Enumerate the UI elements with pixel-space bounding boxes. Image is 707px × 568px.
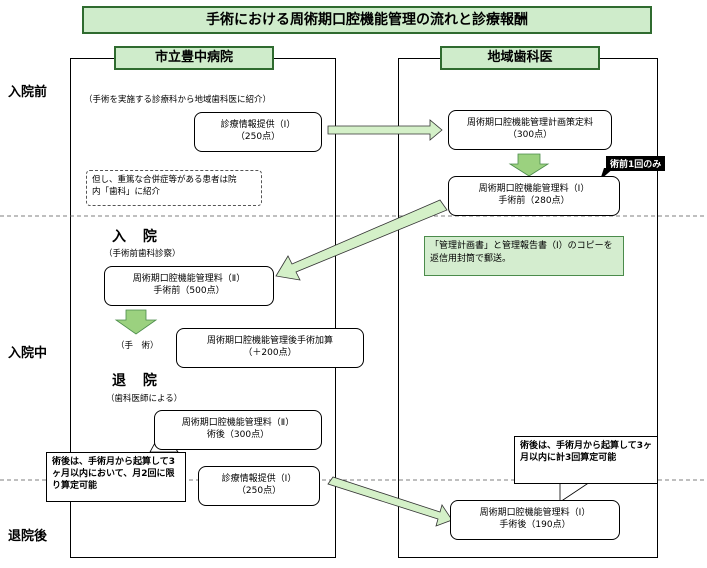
by-dentist-label: （歯科医師による） [106, 394, 183, 404]
caution-note: 但し、重篤な合併症等がある患者は院 内「歯科」に紹介 [86, 170, 262, 206]
caution-note-line2: 内「歯科」に紹介 [92, 187, 161, 197]
post-op-addition-box: 周術期口腔機能管理後手術加算 （＋200点） [176, 328, 364, 368]
mgmt-fee-2-pre-box: 周術期口腔機能管理料（Ⅱ） 手術前（500点） [104, 266, 274, 306]
arrow-info-to-dental [327, 476, 453, 527]
arrow-dental-down [508, 153, 550, 177]
mgmt-fee-2-pre-sub: 手術前（500点） [153, 286, 225, 296]
discharge-label: 退 院 [112, 373, 163, 389]
arrow-referral [327, 119, 443, 141]
dental-column-header: 地域歯科医 [440, 46, 600, 70]
mgmt-fee-2-pre-label: 周術期口腔機能管理料（Ⅱ） [132, 274, 246, 284]
mgmt-fee-1-post-label: 周術期口腔機能管理料（Ⅰ） [479, 508, 591, 518]
phase-label-post: 退院後 [8, 529, 48, 544]
hospital-column-header: 市立豊中病院 [114, 46, 274, 70]
arrow-return [275, 199, 448, 281]
return-mail-note: 「管理計画書」と管理報告書（Ⅰ）のコピーを返信用封筒で郵送。 [424, 236, 624, 276]
post-op-addition-label: 周術期口腔機能管理後手術加算 [206, 336, 333, 346]
phase-label-during: 入院中 [8, 346, 48, 361]
mgmt-fee-2-post-box: 周術期口腔機能管理料（Ⅱ） 術後（300点） [154, 410, 322, 450]
arrow-surgery-down [114, 309, 158, 335]
mgmt-fee-1-post-sub: 手術後（190点） [499, 520, 571, 530]
info-provision-box-1: 診療情報提供（Ⅰ） （250点） [194, 112, 322, 152]
post-op-addition-points: （＋200点） [243, 348, 297, 358]
phase-label-pre: 入院前 [8, 85, 48, 100]
info-provision-label: 診療情報提供（Ⅰ） [220, 120, 296, 130]
referral-note: （手術を実施する診療科から地域歯科医に紹介） [84, 95, 272, 105]
mgmt-fee-1-pre-sub: 手術前（280点） [498, 196, 570, 206]
mgmt-fee-1-pre-label: 周術期口腔機能管理料（Ⅰ） [478, 184, 590, 194]
info-provision-points: （250点） [235, 132, 281, 142]
info-provision-box-2: 診療情報提供（Ⅰ） （250点） [198, 466, 320, 506]
plan-fee-points: （300点） [507, 130, 553, 140]
diagram-title: 手術における周術期口腔機能管理の流れと診療報酬 [82, 6, 652, 34]
pre-op-dental-exam-label: （手術前歯科診察） [104, 249, 181, 259]
mgmt-fee-1-post-box: 周術期口腔機能管理料（Ⅰ） 手術後（190点） [450, 500, 620, 540]
admission-label: 入 院 [112, 229, 163, 245]
info-provision-2-points: （250点） [236, 486, 282, 496]
mgmt-fee-2-post-label: 周術期口腔機能管理料（Ⅱ） [181, 418, 295, 428]
mgmt-fee-1-pre-box: 周術期口腔機能管理料（Ⅰ） 手術前（280点） [448, 176, 620, 216]
info-provision-2-label: 診療情報提供（Ⅰ） [221, 474, 297, 484]
mgmt-fee-2-post-sub: 術後（300点） [206, 430, 270, 440]
plan-fee-box: 周術期口腔機能管理計画策定料 （300点） [448, 110, 612, 150]
dental-post-op-callout: 術後は、手術月から起算して3ヶ月以内に計3回算定可能 [514, 436, 658, 484]
once-only-tag: 術前1回のみ [606, 156, 666, 171]
caution-note-line1: 但し、重篤な合併症等がある患者は院 [92, 175, 237, 185]
callout-dental-tail [559, 481, 592, 503]
plan-fee-label: 周術期口腔機能管理計画策定料 [466, 118, 593, 128]
surgery-label: （手 術） [116, 341, 159, 351]
hospital-post-op-callout: 術後は、手術月から起算して3ヶ月以内において、月2回に限り算定可能 [46, 452, 186, 502]
